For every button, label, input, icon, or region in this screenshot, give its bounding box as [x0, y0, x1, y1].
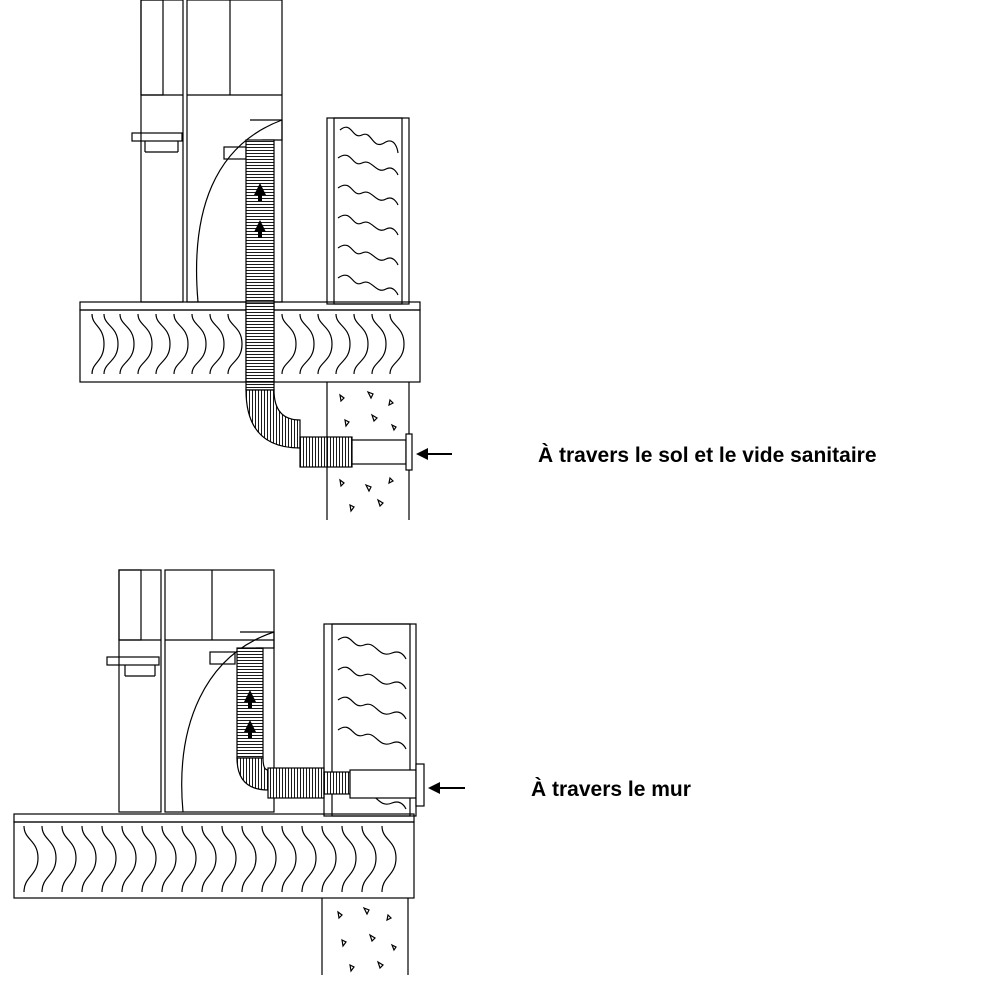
caption-wall: À travers le mur [531, 778, 691, 801]
left-arrow-icon [428, 782, 465, 794]
up-arrow-icon [254, 183, 266, 238]
foundation-wall [321, 898, 409, 975]
left-arrow-icon [416, 448, 452, 460]
installation-drawing-1 [79, 0, 452, 520]
up-arrow-icon [244, 690, 256, 738]
wall-insulated [323, 623, 417, 817]
wall-insulated [326, 117, 410, 305]
caption-floor-crawlspace: À travers le sol et le vide sanitaire [538, 444, 877, 467]
appliance-unit [106, 569, 275, 813]
vent-termination [351, 433, 413, 471]
floor-insulated [13, 813, 415, 899]
vent-termination [323, 763, 425, 807]
flex-duct [236, 647, 325, 799]
diagram-floor-crawlspace: À travers le sol et le vide sanitaire [79, 0, 877, 520]
